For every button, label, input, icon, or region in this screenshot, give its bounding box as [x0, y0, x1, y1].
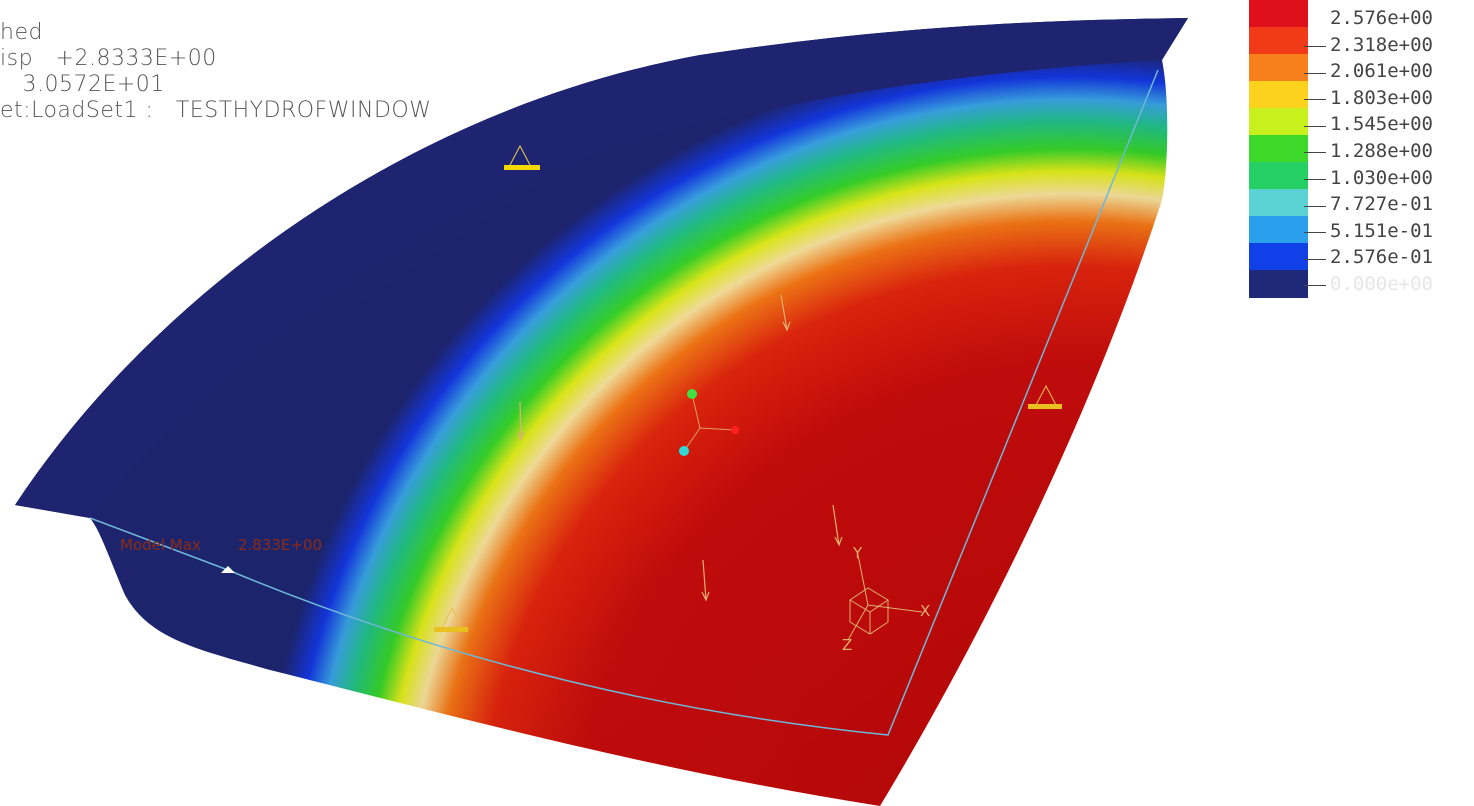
legend-tick-mark — [1304, 99, 1326, 101]
undeformed-outline — [89, 69, 1159, 736]
legend-swatch — [1249, 270, 1308, 298]
legend-tick-mark — [1304, 285, 1326, 287]
header-line-2: isp +2.8333E+00 — [0, 46, 217, 71]
outer-rim — [15, 18, 1188, 518]
legend-tick-label: 1.288e+00 — [1330, 140, 1433, 162]
legend-tick-label: 2.576e+00 — [1330, 7, 1433, 29]
legend-tick-mark — [1304, 258, 1326, 260]
legend-tick-label: 1.803e+00 — [1330, 86, 1433, 109]
header-line-4: et:LoadSet1 : TESTHYDROFWINDOW — [0, 98, 432, 123]
legend-swatch — [1249, 0, 1308, 28]
legend-swatch — [1249, 81, 1308, 109]
surface-shading — [15, 18, 1188, 806]
legend-swatch — [1249, 135, 1308, 163]
model-max-value: 2.833E+00 — [238, 536, 323, 554]
constraint-marker-bottom — [434, 606, 468, 632]
legend-tick-mark — [1304, 179, 1326, 180]
legend-tick-label: 1.545e+00 — [1330, 113, 1433, 136]
triad-y-label: Y — [852, 544, 863, 562]
legend-swatch — [1249, 108, 1308, 136]
legend-tick-label: 7.727e-01 — [1330, 193, 1433, 216]
legend-swatch — [1249, 54, 1308, 82]
model-max-marker — [221, 566, 235, 573]
header-line-3: 3.0572E+01 — [0, 72, 165, 97]
header-line-1: hed — [0, 20, 43, 45]
legend-tick-label: 2.576e-01 — [1330, 246, 1433, 269]
legend-tick-label: 5.151e-01 — [1330, 219, 1433, 242]
legend-tick-mark — [1304, 152, 1326, 154]
legend-tick-mark — [1304, 232, 1326, 234]
constraint-marker-right — [1028, 384, 1062, 409]
model-max-label: Model Max — [120, 536, 201, 554]
legend-swatch — [1249, 189, 1308, 217]
legend-swatch — [1249, 27, 1308, 55]
triad-x-label: X — [920, 602, 930, 620]
legend-swatch — [1249, 216, 1308, 244]
legend-tick-label: 2.061e+00 — [1330, 60, 1433, 83]
legend-tick-label: 1.030e+00 — [1330, 166, 1433, 189]
legend-color-bar — [1249, 0, 1308, 298]
triad-z-label: Z — [842, 636, 852, 654]
legend-tick-mark — [1304, 125, 1326, 127]
legend-tick-mark — [1304, 205, 1326, 207]
legend-swatch — [1249, 162, 1308, 190]
global-triad — [847, 554, 923, 641]
legend-swatch — [1249, 243, 1308, 271]
legend-tick-mark — [1304, 46, 1326, 47]
legend-tick-mark — [1304, 72, 1326, 74]
load-arrows — [517, 294, 843, 602]
legend-tick-label: 2.318e+00 — [1330, 33, 1433, 56]
legend-tick-label: 0.000e+00 — [1330, 273, 1433, 295]
constraint-marker-top — [504, 144, 540, 170]
csys-indicator — [679, 389, 739, 456]
